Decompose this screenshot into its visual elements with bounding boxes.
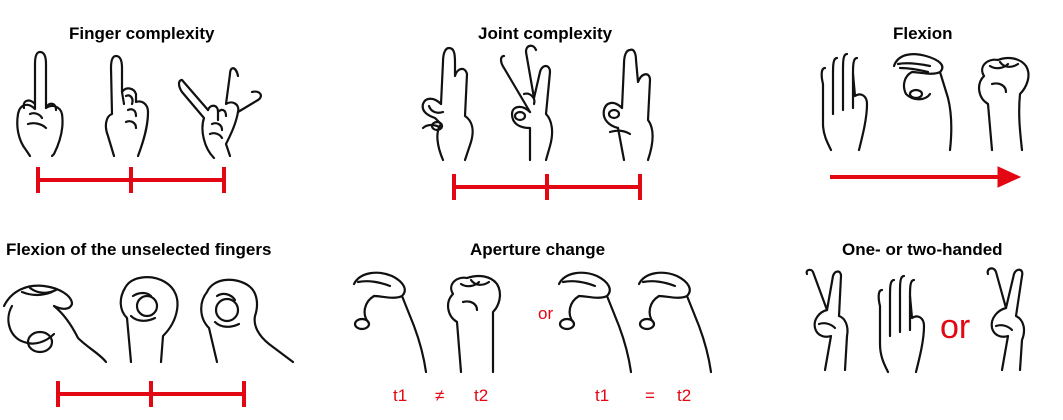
hand-illustration-icon xyxy=(119,276,179,364)
hand-illustration-icon xyxy=(602,48,654,162)
hand-illustration-icon xyxy=(805,268,849,372)
handedness-or-label: or xyxy=(940,308,971,346)
hand-illustration-icon xyxy=(447,274,502,374)
flexion-unselected-title: Flexion of the unselected fingers xyxy=(6,240,272,259)
hand-illustration-icon xyxy=(637,271,713,374)
hand-illustration-icon xyxy=(557,271,633,374)
aperture-right-relation: = xyxy=(645,386,655,405)
hand-illustration-icon xyxy=(104,54,150,158)
finger-complexity-scale-bar xyxy=(36,167,226,193)
aperture-left-t2: t2 xyxy=(474,386,489,405)
hand-illustration-icon xyxy=(877,274,926,374)
handedness-hands xyxy=(805,267,1026,374)
aperture-change-title: Aperture change xyxy=(470,240,606,259)
aperture-right-t1: t1 xyxy=(595,386,610,405)
flexion-title: Flexion xyxy=(893,24,953,43)
hand-illustration-icon xyxy=(986,267,1026,372)
aperture-right-t2: t2 xyxy=(677,386,692,405)
joint-complexity-title: Joint complexity xyxy=(478,24,613,43)
hand-illustration-icon xyxy=(200,278,295,364)
hand-illustration-icon xyxy=(421,46,474,162)
hand-illustration-icon xyxy=(16,50,64,158)
finger-complexity-hands xyxy=(16,50,262,160)
hand-illustration-icon xyxy=(352,271,428,374)
handedness-title: One- or two-handed xyxy=(842,240,1003,259)
flexion-hands xyxy=(820,52,1030,152)
flexion-unselected-hands xyxy=(2,276,295,364)
hand-illustration-icon xyxy=(2,284,108,364)
flexion-arrow-right-icon xyxy=(830,166,1022,188)
joint-complexity-hands xyxy=(421,44,654,162)
aperture-change-hands xyxy=(352,271,713,374)
hand-illustration-icon xyxy=(177,67,262,160)
aperture-or-label: or xyxy=(538,304,554,323)
hand-illustration-icon xyxy=(978,56,1030,152)
flexion-unselected-scale-bar xyxy=(56,381,246,407)
aperture-left-relation: ≠ xyxy=(435,386,445,405)
joint-complexity-scale-bar xyxy=(452,174,642,200)
finger-complexity-title: Finger complexity xyxy=(69,24,215,43)
aperture-left-t1: t1 xyxy=(393,386,408,405)
hand-illustration-icon xyxy=(499,44,554,162)
hand-illustration-icon xyxy=(820,52,869,152)
hand-illustration-icon xyxy=(892,53,953,152)
